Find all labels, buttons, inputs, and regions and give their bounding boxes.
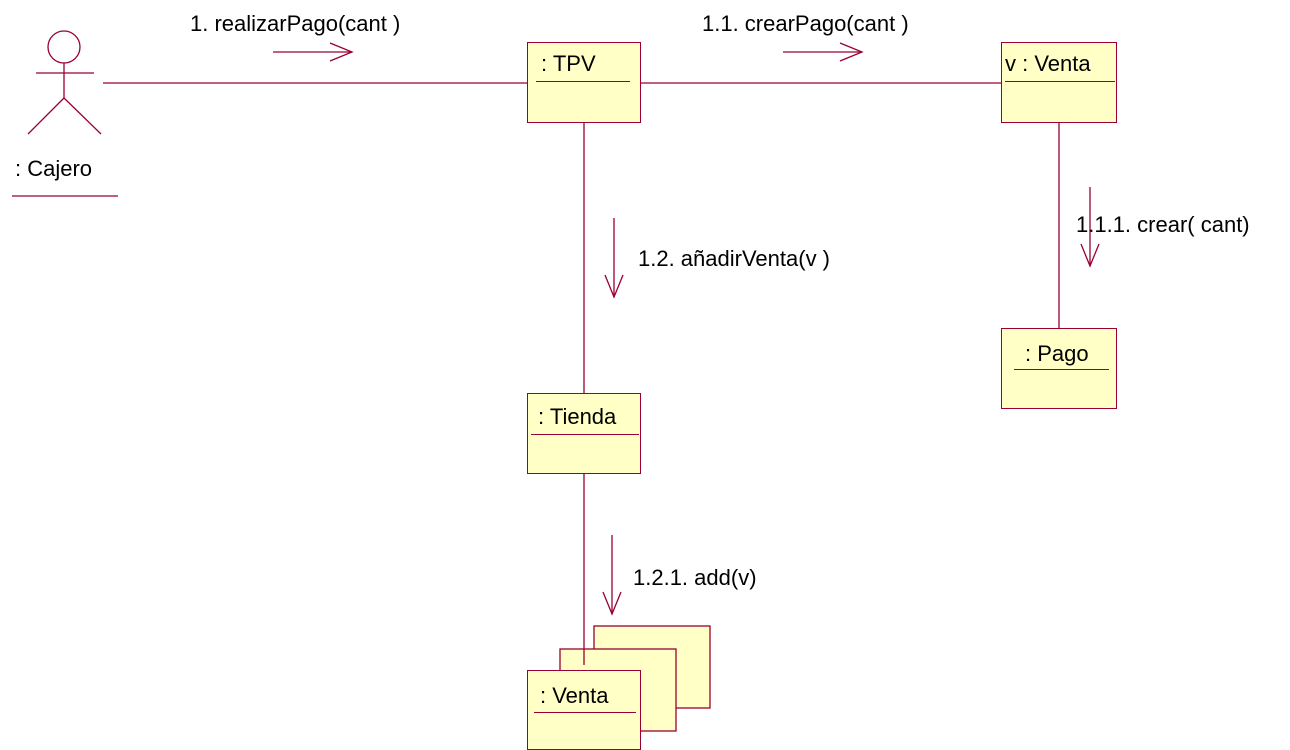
object-venta-name: v : Venta <box>1005 51 1091 76</box>
message-label-1: 1. realizarPago(cant ) <box>190 11 401 36</box>
actor-figure <box>27 30 102 135</box>
object-tienda-underline <box>531 434 639 435</box>
object-venta-multi[interactable]: : Venta <box>527 670 641 750</box>
object-tpv-name: : TPV <box>541 51 596 76</box>
message-arrow-1-1 <box>783 42 864 62</box>
object-venta-multi-name: : Venta <box>540 683 609 708</box>
object-venta-underline <box>1005 81 1115 82</box>
object-tienda[interactable]: : Tienda <box>527 393 641 474</box>
object-pago-name: : Pago <box>1025 341 1089 366</box>
object-venta[interactable]: v : Venta <box>1001 42 1117 123</box>
message-arrow-1-2-1 <box>602 535 622 616</box>
actor-name: : Cajero <box>15 156 93 181</box>
message-label-1-2-1: 1.2.1. add(v) <box>633 565 757 590</box>
object-tpv[interactable]: : TPV <box>527 42 641 123</box>
message-arrow-1-1-1 <box>1080 187 1100 268</box>
object-tienda-name: : Tienda <box>538 404 617 429</box>
object-venta-multi-underline <box>534 712 636 713</box>
message-arrow-1-2 <box>604 218 624 299</box>
message-label-1-1-1: 1.1.1. crear( cant) <box>1076 212 1250 237</box>
object-pago[interactable]: : Pago <box>1001 328 1117 409</box>
object-tpv-underline <box>536 81 630 82</box>
message-label-1-1: 1.1. crearPago(cant ) <box>702 11 909 36</box>
message-arrow-1 <box>273 42 354 62</box>
object-pago-underline <box>1014 369 1109 370</box>
message-label-1-2: 1.2. añadirVenta(v ) <box>638 246 831 271</box>
